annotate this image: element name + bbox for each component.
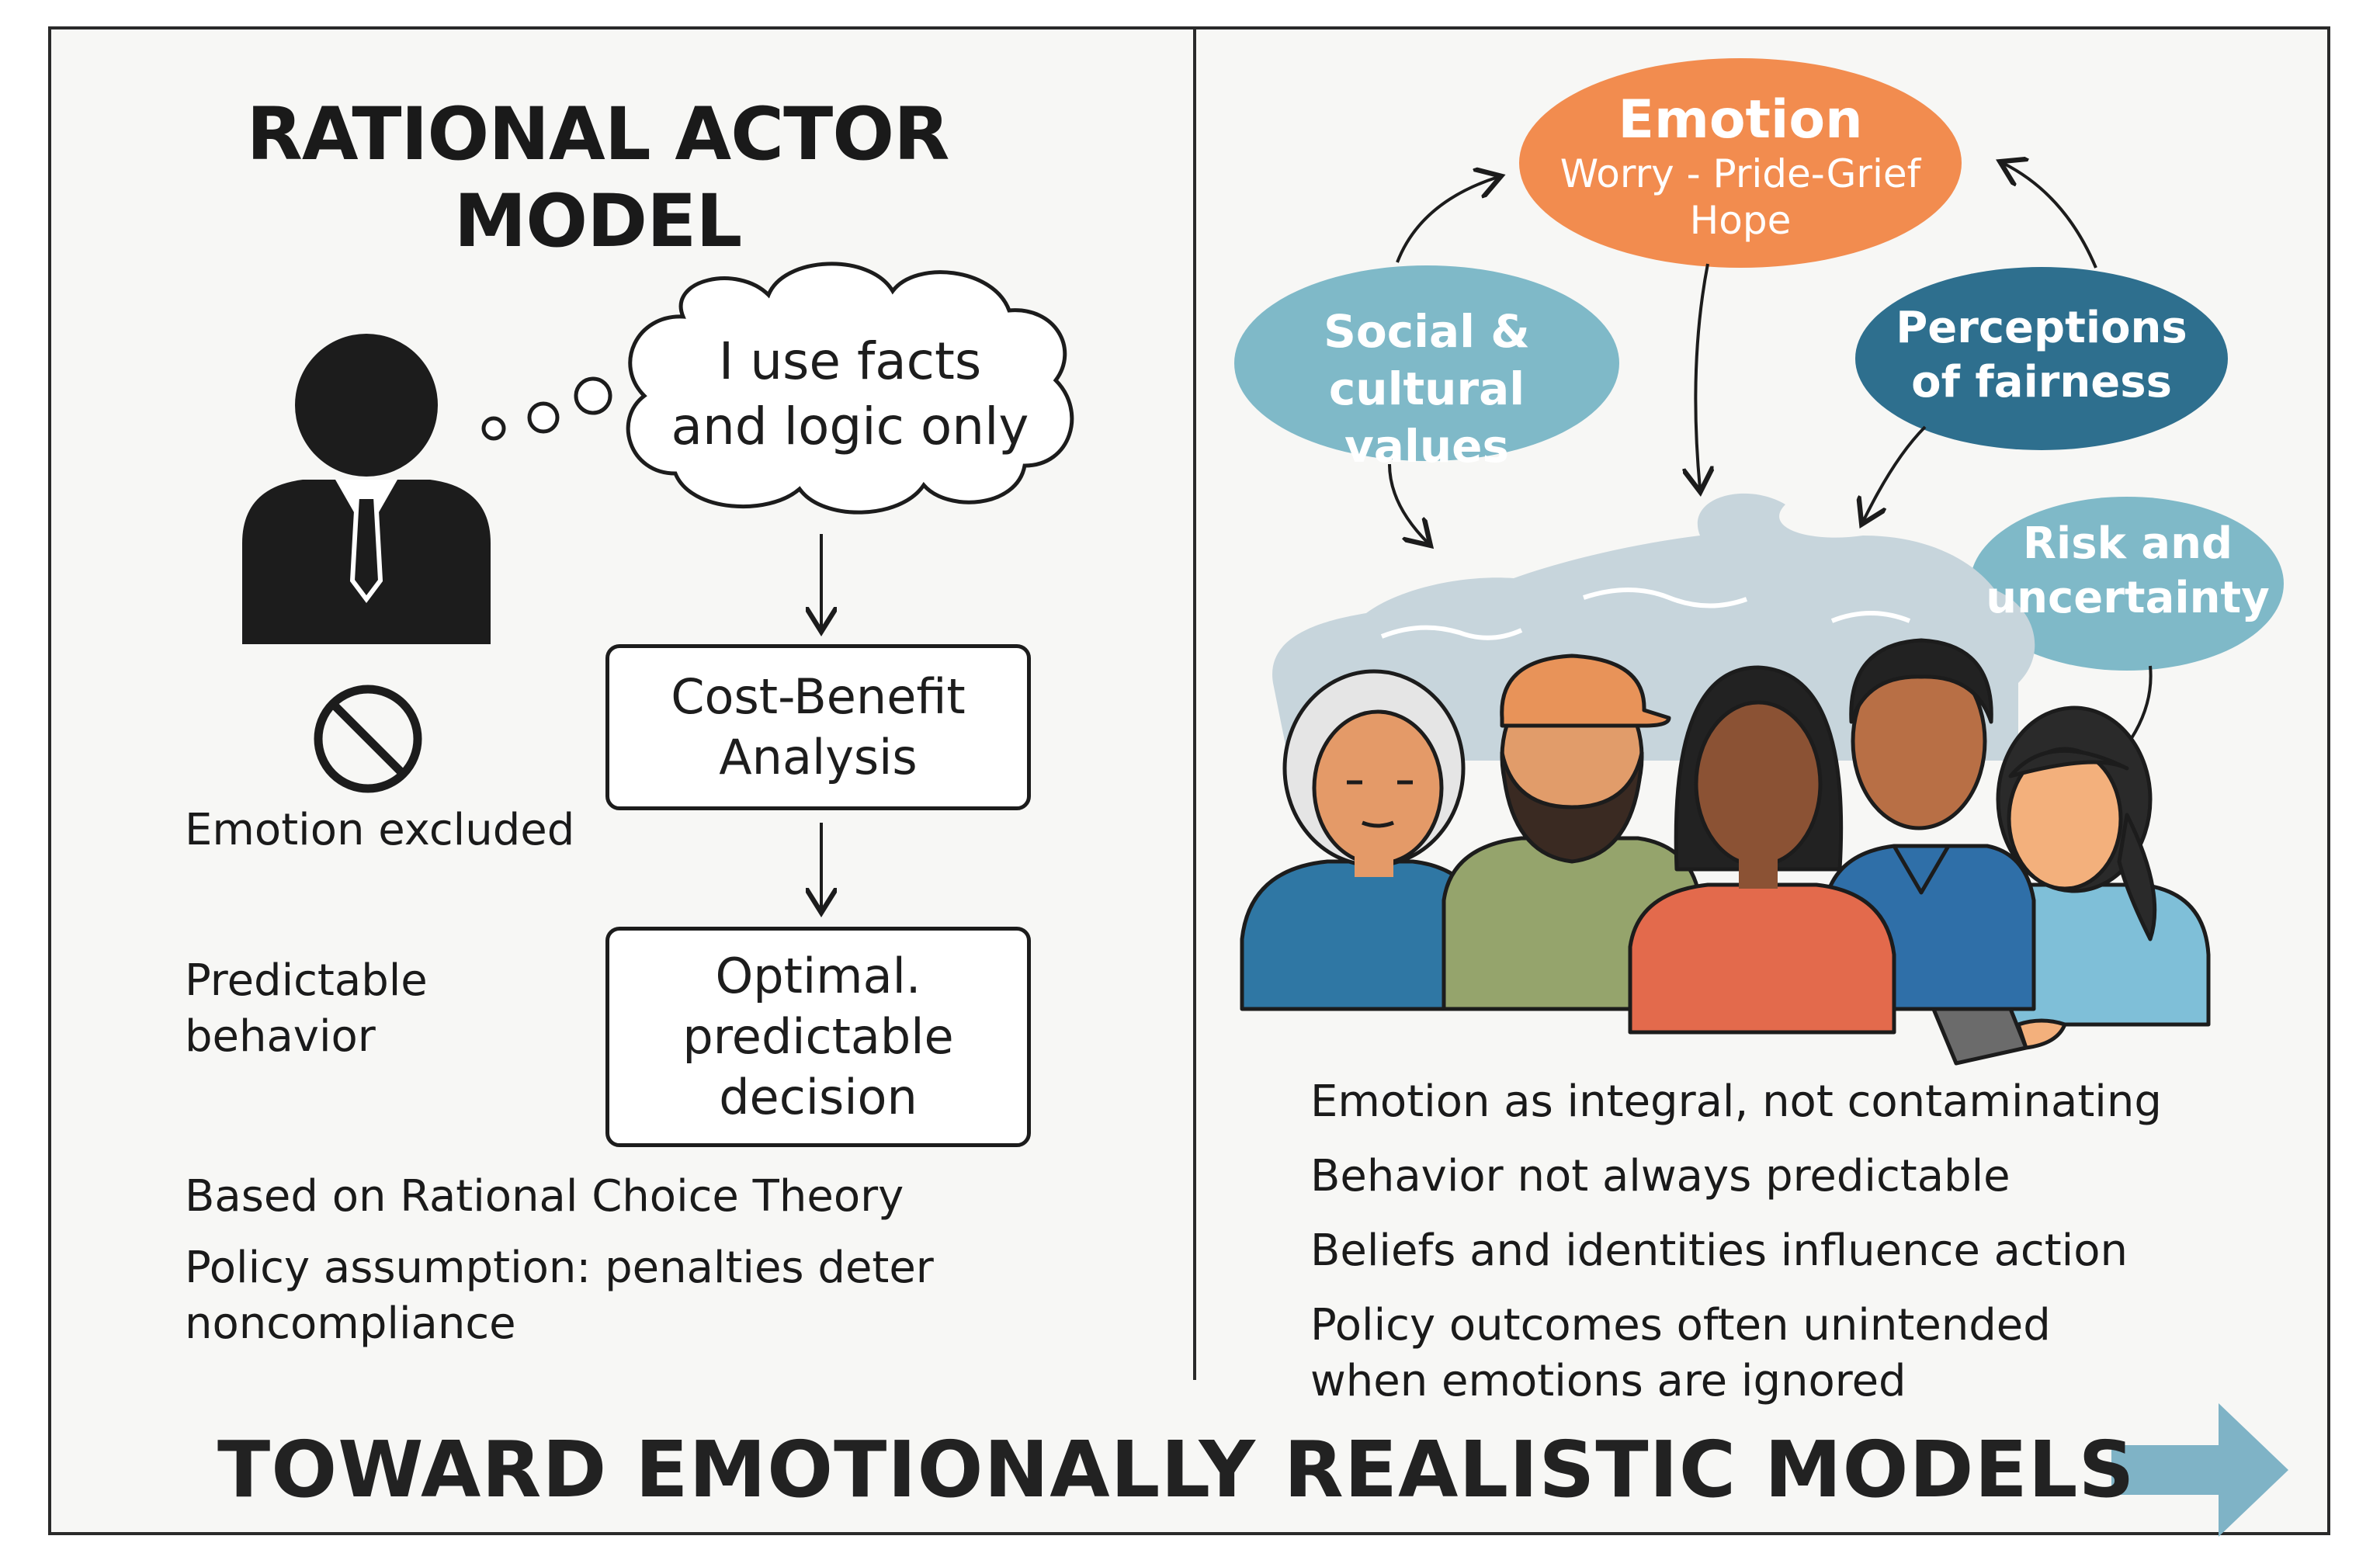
decision-label: Optimal. predictable decision [682,948,954,1125]
thought-trail-icon [481,376,612,441]
thought-cloud-shape [626,262,1074,515]
thought-cloud-text: I use facts and logic only [671,331,1029,456]
panel-divider [1193,26,1196,1380]
predictable-behavior-label: Predictable behavior [185,955,428,1062]
cost-benefit-box: Cost-Benefit Analysis [605,644,1031,810]
banner-arrow-icon [2111,1403,2288,1537]
risk-bubble-text: Risk and uncertainty [1986,518,2270,623]
risk-bubble-shape [1970,497,2284,747]
point-beliefs-identities: Beliefs and identities influence action [1310,1226,2128,1276]
point-policy-outcomes: Policy outcomes often unintended when em… [1310,1300,2051,1406]
emotion-excluded-label: Emotion excluded [185,805,575,855]
wave-cloud-shape [1272,493,2035,761]
bottom-banner-title: TOWARD EMOTIONALLY REALISTIC MODELS [217,1424,2135,1515]
person-woman-center [1628,665,1896,1035]
emotion-bubble-shape [1519,58,1962,268]
feedback-arrows [1388,163,2097,543]
emotion-bubble-title: Emotion [1618,89,1863,151]
emotion-bubble-items: Worry - Pride-Grief Hope [1559,151,1921,243]
no-emotion-icon [314,685,422,793]
rational-choice-note: Based on Rational Choice Theory [185,1171,904,1222]
point-behavior-unpredictable: Behavior not always predictable [1310,1151,2011,1201]
social-values-bubble-text: Social & cultural values [1324,305,1530,473]
policy-assumption-note: Policy assumption: penalties deter nonco… [185,1243,934,1349]
person-older-woman [1240,669,1497,1011]
fairness-bubble-text: Perceptions of fairness [1896,303,2187,407]
people-group-illustration [1240,638,2211,1066]
rational-actor-title: RATIONAL ACTOR MODEL [246,92,949,264]
decision-box: Optimal. predictable decision [605,927,1031,1147]
cost-benefit-label: Cost-Benefit Analysis [671,668,966,785]
social-values-bubble-shape [1234,265,1619,461]
point-emotion-integral: Emotion as integral, not contaminating [1310,1076,2162,1127]
fairness-bubble-shape [1855,267,2228,450]
businessman-icon [242,334,491,644]
